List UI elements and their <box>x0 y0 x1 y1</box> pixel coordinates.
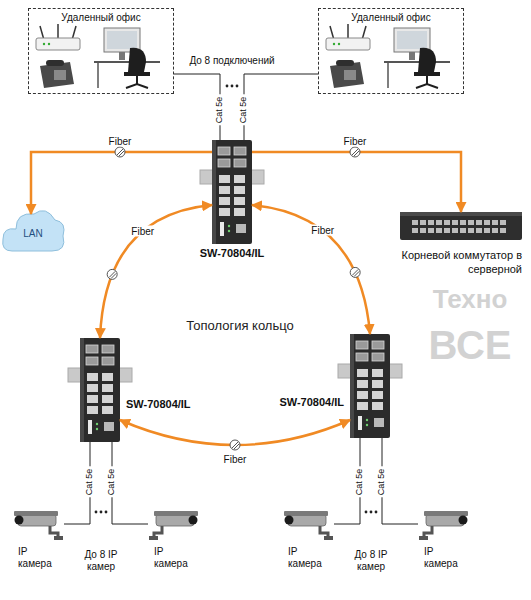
edge-label: Fiber <box>309 225 336 236</box>
edge-label: Fiber <box>129 226 156 237</box>
cat5e-cable <box>382 438 418 524</box>
fiber-symbol-slash <box>119 151 124 156</box>
note-label: До 8 IP камер <box>78 549 124 572</box>
ip-camera: IP камера <box>12 508 64 540</box>
node-label: SW-70804/IL <box>126 398 191 410</box>
edge-label: Cat 5e <box>85 467 95 498</box>
fiber-link <box>252 152 461 212</box>
fiber-link <box>252 205 370 334</box>
node-label: Корневой коммутатор в серверной <box>382 249 522 277</box>
switch-device: SW-70804/IL <box>80 338 120 442</box>
fiber-symbol-ring <box>350 267 360 277</box>
node-label: IP камера <box>288 546 332 570</box>
office-box: Удаленный офис <box>318 8 464 94</box>
fiber-symbol-ring <box>115 147 125 157</box>
node-label: IP камера <box>18 546 62 570</box>
node-label: Удаленный офис <box>319 12 463 23</box>
watermark: ВСЕ <box>429 322 512 368</box>
fiber-symbol-ring <box>107 269 117 279</box>
fiber-symbol-slash <box>354 151 359 156</box>
cat5e-cable <box>174 74 220 140</box>
node-label: IP камера <box>154 546 198 570</box>
node-label: Удаленный офис <box>29 12 173 23</box>
edge-label: Cat 5e <box>215 95 225 126</box>
node-label: LAN <box>23 228 42 239</box>
lan-cloud: LAN <box>2 212 64 252</box>
fiber-symbol <box>115 147 125 157</box>
edge-label: Cat 5e <box>239 95 249 126</box>
fiber-symbol-slash <box>352 269 358 275</box>
ip-camera: IP камера <box>148 508 200 540</box>
fiber-symbol-slash <box>352 149 358 155</box>
edge-label: Cat 5e <box>355 467 365 498</box>
fiber-symbol-slash <box>234 444 239 449</box>
node-label: SW-70804/IL <box>279 396 344 408</box>
watermark: Техно <box>433 285 508 315</box>
edge-label: Fiber <box>107 136 134 147</box>
cat5e-cable <box>112 442 148 524</box>
ip-camera: IP камера <box>282 508 334 540</box>
fiber-symbol-slash <box>354 271 359 276</box>
fiber-link <box>31 152 212 214</box>
fiber-symbol <box>350 267 360 277</box>
note-label: До 8 IP камер <box>348 549 394 572</box>
fiber-symbol-slash <box>232 442 238 448</box>
fiber-symbol-slash <box>109 271 115 277</box>
edge-label: Cat 5e <box>377 467 387 498</box>
fiber-symbol-ring <box>230 440 240 450</box>
note-label: Топология кольцо <box>186 319 293 334</box>
fiber-symbol <box>107 269 117 279</box>
cat5e-cable <box>244 74 318 140</box>
switch-device: SW-70804/IL <box>212 140 252 244</box>
edge-label: Fiber <box>222 454 249 465</box>
root-switch: Корневой коммутатор в серверной <box>400 212 522 240</box>
fiber-symbol-slash <box>117 149 123 155</box>
node-label: IP камера <box>424 546 468 570</box>
note-label: До 8 подключений <box>189 55 274 67</box>
ip-camera: IP камера <box>418 508 470 540</box>
edge-label: Cat 5e <box>107 467 117 498</box>
edge-label: Fiber <box>342 136 369 147</box>
switch-device: SW-70804/IL <box>350 334 390 438</box>
office-box: Удаленный офис <box>28 8 174 94</box>
fiber-symbol <box>350 147 360 157</box>
fiber-symbol-slash <box>111 273 116 278</box>
node-label: SW-70804/IL <box>200 247 265 259</box>
fiber-symbol-ring <box>350 147 360 157</box>
fiber-symbol <box>230 440 240 450</box>
